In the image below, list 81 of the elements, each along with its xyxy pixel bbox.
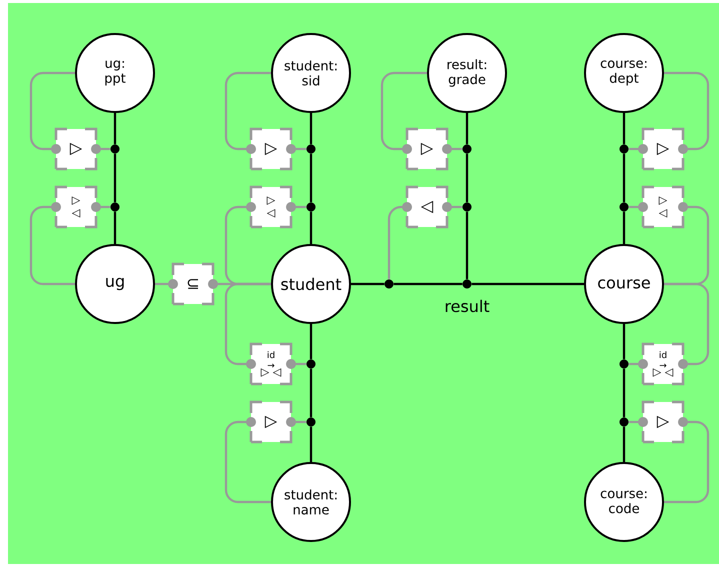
- constraint-box: id → ▷ ◁: [642, 342, 684, 386]
- junction-dot: [620, 418, 628, 426]
- connector-line: [30, 72, 75, 154]
- constraint-box: ▷: [642, 400, 684, 444]
- connector-line: [442, 144, 462, 154]
- connector-line: [622, 324, 626, 360]
- connector-line: [664, 282, 710, 369]
- circle-node: student: name: [271, 462, 351, 542]
- connector-line: [155, 279, 178, 289]
- circle-node: ug: ppt: [75, 33, 155, 113]
- connector-line: [628, 144, 648, 154]
- constraint-box: ◁: [406, 186, 448, 228]
- connector-line: [310, 324, 312, 360]
- connector-line: [466, 113, 468, 144]
- connector-line: [622, 154, 626, 202]
- circle-node: result: grade: [427, 33, 507, 113]
- connector-line: [286, 202, 306, 212]
- junction-dot: [620, 360, 628, 368]
- junction-dot: [306, 144, 316, 154]
- connector-line: [466, 212, 468, 280]
- connector-line: [442, 202, 462, 212]
- junction-dot: [110, 144, 120, 154]
- constraint-box: ▷: [250, 400, 292, 444]
- constraint-box: ▷: [250, 128, 292, 170]
- junction-dot: [384, 280, 394, 288]
- circle-node: ug: [75, 244, 155, 324]
- junction-dot: [462, 202, 472, 212]
- connector-line: [622, 368, 626, 418]
- circle-node: course: dept: [584, 33, 664, 113]
- relationship-label: result: [446, 300, 490, 312]
- circle-node: student: sid: [271, 33, 351, 113]
- circle-node: course: [584, 244, 664, 324]
- constraint-box: ▷: [406, 128, 448, 170]
- constraint-box: ▷ ◁: [250, 186, 292, 228]
- connector-line: [628, 417, 648, 427]
- junction-dot: [620, 202, 628, 212]
- connector-line: [664, 72, 710, 154]
- connector-line: [224, 282, 271, 369]
- junction-dot: [462, 280, 472, 288]
- connector-line: [310, 426, 312, 462]
- connector-line: [114, 212, 116, 244]
- circle-node: course: code: [584, 462, 664, 542]
- connector-line: [286, 144, 306, 154]
- junction-dot: [306, 202, 316, 212]
- connector-line: [472, 282, 584, 286]
- connector-line: [224, 417, 271, 504]
- junction-dot: [462, 144, 472, 154]
- connector-line: [628, 359, 648, 369]
- constraint-box: ▷ ◁: [54, 186, 98, 228]
- connector-line: [622, 113, 626, 144]
- circle-node: student: [271, 244, 351, 324]
- connector-line: [310, 368, 312, 418]
- connector-line: [622, 212, 626, 244]
- connector-line: [114, 154, 116, 202]
- connector-line: [224, 72, 271, 154]
- connector-line: [388, 202, 412, 280]
- constraint-box: id → ▷ ◁: [250, 342, 292, 386]
- connector-line: [380, 72, 427, 154]
- connector-line: [351, 282, 384, 286]
- connector-line: [664, 417, 710, 504]
- connector-line: [622, 426, 626, 462]
- connector-line: [91, 144, 110, 154]
- constraint-box: ▷ ◁: [642, 186, 684, 228]
- constraint-box: ▷: [54, 128, 98, 170]
- connector-line: [30, 202, 75, 286]
- connector-line: [466, 154, 468, 202]
- junction-dot: [110, 202, 120, 212]
- connector-line: [310, 212, 312, 244]
- connector-line: [286, 417, 306, 427]
- connector-line: [310, 154, 312, 202]
- connector-line: [310, 113, 312, 144]
- connector-line: [394, 282, 462, 286]
- connector-line: [114, 113, 116, 144]
- connector-line: [91, 202, 110, 212]
- connector-line: [628, 202, 648, 212]
- junction-dot: [306, 418, 316, 426]
- constraint-box: ⊆: [172, 262, 214, 306]
- junction-dot: [306, 360, 316, 368]
- constraint-box: ▷: [642, 128, 684, 170]
- connector-line: [286, 359, 306, 369]
- junction-dot: [620, 144, 628, 154]
